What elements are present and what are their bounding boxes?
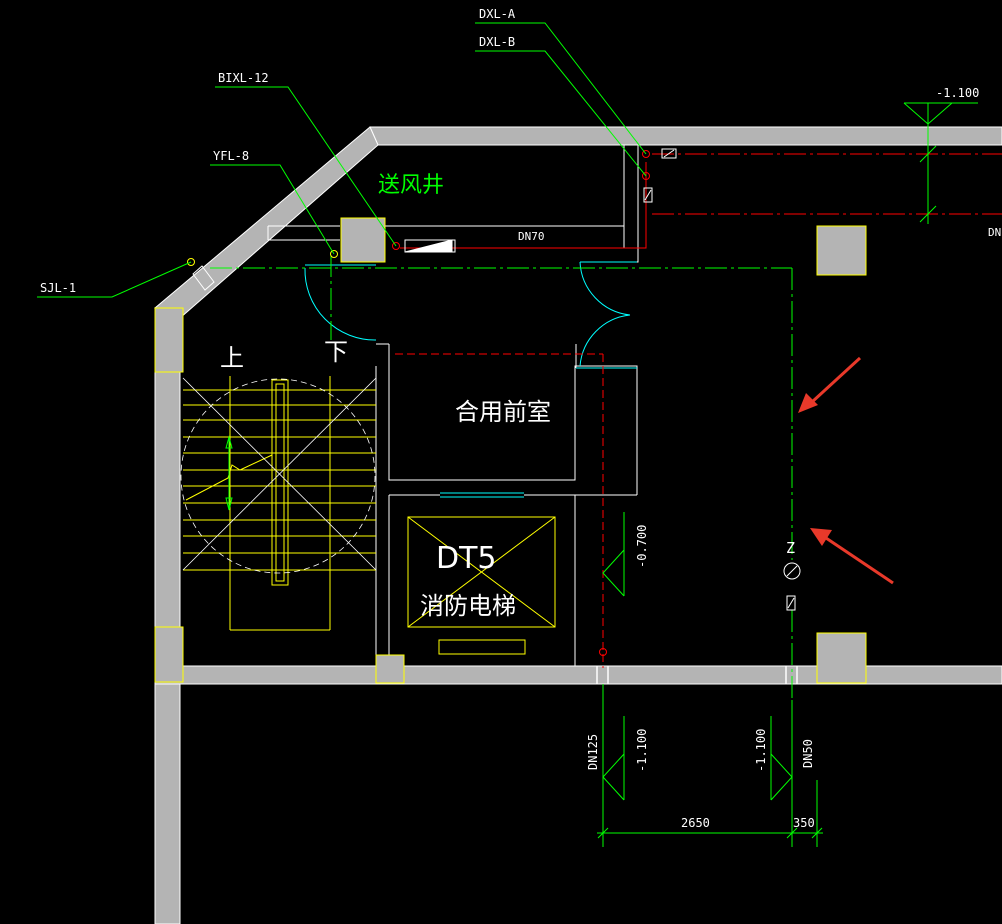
column-right-lower (816, 632, 867, 684)
valve-box-top (661, 148, 677, 159)
leader-bixl (215, 86, 397, 247)
valves (404, 148, 796, 611)
sjl-marker (192, 265, 215, 291)
tag-dxl-b: DXL-B (479, 35, 515, 49)
riser-circle (783, 562, 801, 580)
elevation-top-right (903, 102, 978, 224)
lobby-label: 合用前室 (455, 398, 551, 426)
valve-box-lower (786, 595, 796, 611)
elevation-mid-label: -0.700 (635, 525, 649, 568)
tag-points (187, 250, 338, 266)
valve-box-vertical (643, 187, 653, 203)
stair-up-label: 上 (220, 344, 244, 372)
fire-pipes (395, 153, 1002, 668)
inner-walls (267, 145, 639, 666)
column-small (375, 654, 405, 684)
doors (304, 261, 637, 498)
pipe-dn70: DN70 (518, 230, 545, 243)
elevation-bottom-left-label: -1.100 (635, 729, 649, 772)
dimension-lines (597, 684, 823, 847)
fire-fittings (392, 150, 650, 656)
leader-dxl-a (475, 22, 647, 155)
stair-direction-arrow (225, 435, 233, 511)
column-shaft (340, 217, 386, 263)
riser-label: Z (786, 539, 795, 557)
elevator-name: 消防电梯 (420, 592, 516, 620)
air-shaft-label: 送风井 (378, 173, 444, 198)
annotation-arrow-upper (798, 356, 862, 413)
column-right-upper (816, 225, 867, 276)
elevation-bottom-right-label: -1.100 (754, 729, 768, 772)
pipe-dn-right: DN (988, 226, 1001, 239)
dimension-2650: 2650 (681, 816, 710, 830)
columns (154, 217, 867, 684)
wall-top (369, 126, 1002, 146)
wall-sleeves (596, 666, 798, 684)
wall-bottom (154, 665, 1002, 685)
dimension-350: 350 (793, 816, 815, 830)
stair-dashed-circle (180, 378, 376, 574)
stair-cross (182, 377, 377, 571)
tag-dxl-a: DXL-A (479, 7, 516, 21)
tag-yfl-8: YFL-8 (213, 149, 249, 163)
wall-left (154, 307, 181, 924)
tag-bixl-12: BIXL-12 (218, 71, 269, 85)
leader-sjl (37, 261, 192, 298)
elevation-top-right-label: -1.100 (936, 86, 979, 100)
stair (183, 376, 376, 631)
fire-elevator (407, 516, 556, 655)
leaders (37, 22, 647, 298)
building-walls (154, 126, 1002, 924)
tag-sjl-1: SJL-1 (40, 281, 76, 295)
stair-down-label: 下 (324, 338, 348, 366)
leader-dxl-b (475, 50, 647, 177)
annotation-arrow-lower (810, 528, 894, 585)
pipe-dn50: DN50 (801, 739, 815, 768)
column-left-lower (154, 626, 184, 683)
leader-yfl (210, 164, 335, 255)
pipe-dn125: DN125 (586, 734, 600, 770)
elevator-code: DT5 (436, 541, 497, 576)
column-left-upper (154, 307, 184, 373)
drain-pipes (210, 255, 793, 700)
elevation-mid (602, 512, 625, 597)
